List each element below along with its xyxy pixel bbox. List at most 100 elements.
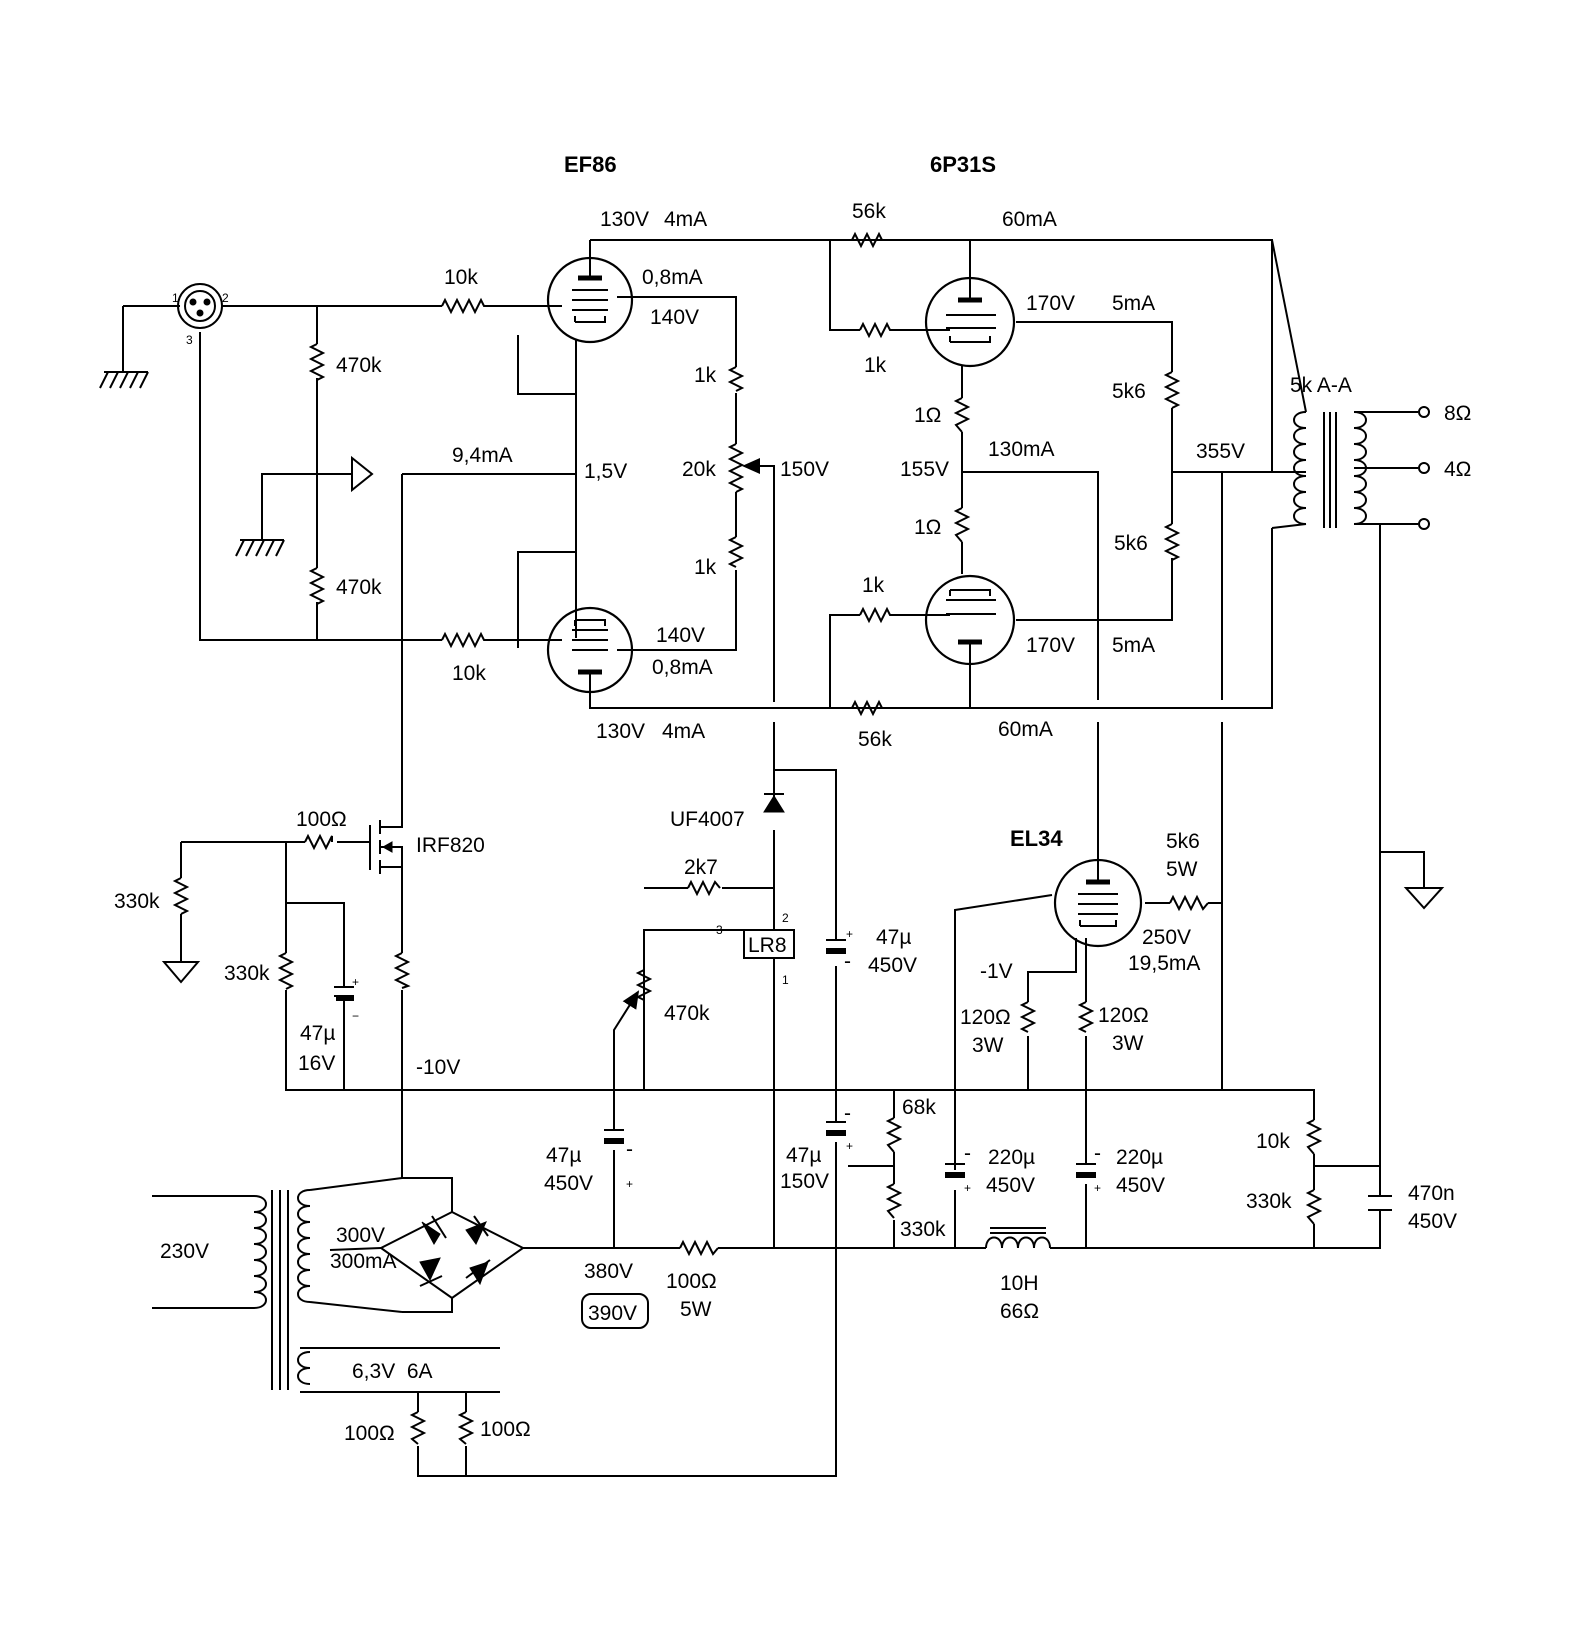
resistor-5k6-b xyxy=(1163,523,1181,561)
label-v250: 250V xyxy=(1142,926,1191,949)
svg-text:+: + xyxy=(964,1181,971,1195)
resistor-5k6-a xyxy=(1163,371,1181,409)
svg-text:-: - xyxy=(626,1138,633,1161)
label-mosfet: IRF820 xyxy=(416,834,485,857)
component-labels: 130V 4mA 130V 4mA 10k 10k 0,8mA 140V 0,8… xyxy=(114,200,1471,1445)
resistor-100ohm-heater-a xyxy=(409,1411,427,1445)
label-r1ohm-b: 1Ω xyxy=(914,516,941,539)
label-sec-v: 300V xyxy=(336,1224,385,1247)
signal-ground-1 xyxy=(351,455,374,493)
label-v390: 390V xyxy=(588,1302,637,1325)
svg-text:-: - xyxy=(964,1142,971,1165)
label-r56k-bot: 56k xyxy=(858,728,892,751)
resistor-1k-grid-bottom xyxy=(859,606,896,624)
label-r5k6-b: 5k6 xyxy=(1114,532,1148,555)
label-mains: 230V xyxy=(160,1240,209,1263)
svg-text:−: − xyxy=(352,1009,359,1023)
wiring xyxy=(122,239,1425,1477)
label-r100-5w: 100Ω xyxy=(666,1270,717,1293)
label-r5k6-5w: 5k6 xyxy=(1166,830,1200,853)
label-r330k-b: 330k xyxy=(224,962,270,985)
label-ef86-top-i: 4mA xyxy=(664,208,707,231)
output-4ohm-terminal[interactable] xyxy=(1418,462,1430,474)
label-r120-a-p: 3W xyxy=(972,1034,1004,1057)
label-r1k-grid-bot: 1k xyxy=(862,574,885,597)
label-ef86-bot-v: 130V xyxy=(596,720,645,743)
resistor-470k-a xyxy=(308,343,326,381)
resistor-2k7 xyxy=(687,879,721,897)
label-r100-5w-p: 5W xyxy=(680,1298,712,1321)
resistor-68k xyxy=(885,1117,903,1153)
label-v170-bot: 170V xyxy=(1026,634,1075,657)
label-choke-r: 66Ω xyxy=(1000,1300,1039,1323)
output-8ohm-terminal[interactable] xyxy=(1418,406,1430,418)
label-ot: 5k A-A xyxy=(1290,374,1352,397)
label-v380: 380V xyxy=(584,1260,633,1283)
resistor-330k-b xyxy=(277,952,295,990)
label-r1k-b: 1k xyxy=(694,556,717,579)
cap-220u-b xyxy=(1076,1163,1096,1178)
label-r2k7: 2k7 xyxy=(684,856,718,879)
label-c47u-c: 47µ xyxy=(546,1144,581,1167)
resistor-120ohm-b xyxy=(1077,1001,1095,1033)
label-r5k6-5w-p: 5W xyxy=(1166,858,1198,881)
chassis-ground-1 xyxy=(99,371,149,389)
label-c47u-b-v: 450V xyxy=(868,954,917,977)
resistor-1ohm-b xyxy=(953,507,971,543)
svg-text:+: + xyxy=(1094,1181,1101,1195)
resistor-330k-a xyxy=(172,877,190,915)
label-i130: 130mA xyxy=(988,438,1055,461)
cap-220u-a xyxy=(945,1163,965,1178)
tube-6p31s-top xyxy=(924,276,1016,368)
svg-text:+: + xyxy=(846,1139,853,1153)
label-vneg10: -10V xyxy=(416,1056,460,1079)
label-r100ohm-g: 100Ω xyxy=(296,808,347,831)
xlr-pin-2: 2 xyxy=(222,291,229,305)
power-transformer xyxy=(253,1177,403,1390)
label-choke: 10H xyxy=(1000,1272,1039,1295)
label-i60-bot: 60mA xyxy=(998,718,1053,741)
label-r68k: 68k xyxy=(902,1096,936,1119)
label-ef86-bot-i: 4mA xyxy=(662,720,705,743)
mosfet-irf820 xyxy=(369,820,403,874)
cap-47u-16v xyxy=(334,986,354,1022)
label-out8: 8Ω xyxy=(1444,402,1471,425)
tube-6p31s-bottom xyxy=(924,574,1016,666)
svg-text:+: + xyxy=(846,927,853,941)
label-c220-a: 220µ xyxy=(988,1146,1035,1169)
ground-symbols xyxy=(99,371,1445,984)
resistor-1ohm-a xyxy=(953,397,971,433)
xlr-input-connector[interactable]: 1 2 3 xyxy=(172,283,229,347)
label-r120-b: 120Ω xyxy=(1098,1004,1149,1027)
potentiometer-20k xyxy=(727,443,745,493)
capacitors xyxy=(334,939,1392,1222)
label-c47u-d-v: 150V xyxy=(780,1170,829,1193)
resistor-5k6-5w xyxy=(1169,894,1209,912)
resistor-330k-feedback xyxy=(1305,1189,1323,1225)
output-com-terminal[interactable] xyxy=(1418,518,1430,530)
label-v150: 150V xyxy=(780,458,829,481)
tube-ef86-top xyxy=(546,256,634,344)
choke-10h xyxy=(985,1227,1051,1249)
label-diode: UF4007 xyxy=(670,808,745,831)
cap-47u-450v-a xyxy=(826,939,846,954)
label-v155: 155V xyxy=(900,458,949,481)
resistor-120ohm-a xyxy=(1019,1001,1037,1033)
label-r330k-a: 330k xyxy=(114,890,160,913)
label-out4: 4Ω xyxy=(1444,458,1471,481)
cap-470n xyxy=(1368,1155,1392,1222)
label-reg: LR8 xyxy=(748,934,787,957)
cap-47u-150v xyxy=(826,1121,846,1136)
label-reg-p3: 3 xyxy=(716,923,723,937)
resistors xyxy=(172,231,1323,1445)
label-c470n-v: 450V xyxy=(1408,1210,1457,1233)
label-i-g2-top: 0,8mA xyxy=(642,266,703,289)
resistor-56k-top xyxy=(851,231,883,249)
bridge-rectifier xyxy=(419,1215,491,1287)
label-pot470k: 470k xyxy=(664,1002,710,1025)
svg-text:-: - xyxy=(844,1102,851,1125)
label-i60-top: 60mA xyxy=(1002,208,1057,231)
label-r10k-top: 10k xyxy=(444,266,478,289)
label-v170-top: 170V xyxy=(1026,292,1075,315)
